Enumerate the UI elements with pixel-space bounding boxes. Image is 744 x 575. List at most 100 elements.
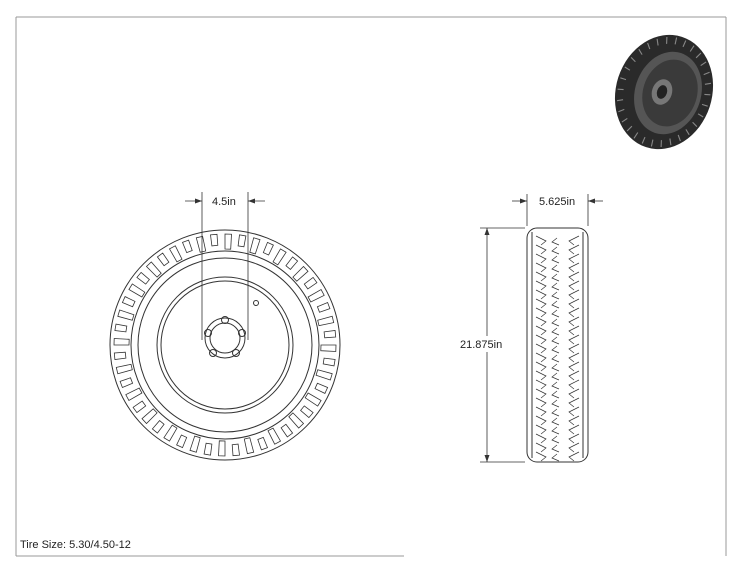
tread-groove <box>551 435 560 444</box>
tread-groove <box>535 415 547 426</box>
tread-block <box>210 233 219 247</box>
tread-groove <box>568 289 580 300</box>
tread-block <box>317 315 335 327</box>
tread-groove <box>535 424 547 435</box>
tread-block <box>237 234 247 248</box>
tread-block <box>280 423 294 438</box>
tread-block <box>323 330 337 339</box>
iso-tread-line <box>701 103 708 107</box>
iso-tread-line <box>692 121 698 127</box>
tread-block <box>117 309 135 321</box>
lug-nut <box>204 329 212 337</box>
tread-block <box>113 338 130 346</box>
iso-tread-line <box>703 71 710 76</box>
tread-groove <box>535 406 547 417</box>
iso-tread-line <box>689 45 695 52</box>
tread-groove <box>568 325 580 336</box>
tread-groove <box>535 316 547 327</box>
iso-tread-line <box>618 108 625 113</box>
tread-groove <box>568 361 580 372</box>
side-tread-pattern <box>535 235 580 462</box>
tread-groove <box>535 388 547 399</box>
tread-groove <box>568 352 580 363</box>
tread-groove <box>551 363 560 372</box>
tread-groove <box>551 399 560 408</box>
tread-groove <box>551 255 560 264</box>
tread-block <box>315 369 333 381</box>
tread-groove <box>568 397 580 408</box>
iso-tread-line <box>633 132 639 139</box>
tire-profile <box>526 227 589 463</box>
tread-block <box>151 420 165 434</box>
tread-groove <box>535 289 547 300</box>
tread-groove <box>551 291 560 300</box>
tread-block <box>125 387 143 402</box>
tread-groove <box>568 415 580 426</box>
tread-groove <box>535 370 547 381</box>
tread-groove <box>535 262 547 273</box>
tread-groove <box>551 390 560 399</box>
tread-groove <box>568 442 580 453</box>
tire-diameter-label: 21.875in <box>460 339 502 351</box>
tread-groove <box>551 372 560 381</box>
tread-groove <box>551 417 560 426</box>
side-view-tire <box>526 227 589 463</box>
iso-tread-line <box>697 113 704 118</box>
lug-nut <box>232 349 240 357</box>
tread-groove <box>551 327 560 336</box>
tread-block <box>272 248 287 266</box>
hub-width-dimension <box>185 192 265 340</box>
iso-tread-line <box>685 129 690 136</box>
tread-block <box>121 296 136 308</box>
tread-groove <box>535 334 547 345</box>
tread-block <box>262 241 274 256</box>
tread-groove <box>535 271 547 282</box>
tread-block <box>114 323 128 333</box>
tread-block <box>304 392 322 407</box>
front-view-wheel <box>109 229 341 461</box>
tread-groove <box>568 307 580 318</box>
tread-block <box>181 239 193 254</box>
hub-width-label: 4.5in <box>212 196 236 208</box>
tread-block <box>243 437 255 455</box>
tread-groove <box>551 237 560 246</box>
iso-tread-line <box>682 40 687 48</box>
tread-groove <box>568 316 580 327</box>
tread-block <box>168 245 183 263</box>
tread-block <box>257 436 269 451</box>
valve-stem <box>253 300 259 306</box>
tread-groove <box>568 379 580 390</box>
tread-groove <box>568 406 580 417</box>
iso-tread-line <box>621 117 628 123</box>
tread-block <box>203 442 213 456</box>
tread-groove <box>551 426 560 435</box>
rim-inner <box>160 280 290 410</box>
tread-groove <box>535 451 547 462</box>
tread-groove <box>551 345 560 354</box>
tread-block <box>314 382 329 394</box>
tread-block <box>285 256 299 270</box>
tread-groove <box>568 388 580 399</box>
tread-block <box>115 363 133 375</box>
tread-block <box>224 233 232 250</box>
tire-width-dimension <box>512 194 603 226</box>
tire-diameter-dimension <box>480 227 525 463</box>
iso-tread-line <box>647 42 651 50</box>
tread-groove <box>551 264 560 273</box>
tread-block <box>307 288 325 303</box>
tread-block <box>189 435 201 453</box>
iso-tread-line <box>630 57 636 63</box>
tread-groove <box>568 451 580 462</box>
iso-tread-line <box>616 99 624 102</box>
iso-tread-line <box>641 136 646 144</box>
tread-groove <box>535 298 547 309</box>
tread-groove <box>568 253 580 264</box>
tread-groove <box>535 244 547 255</box>
tire-size-caption: Tire Size: 5.30/4.50-12 <box>20 539 131 551</box>
rim-outer <box>156 276 294 414</box>
tread-block <box>141 408 158 425</box>
isometric-tire-view <box>614 34 714 150</box>
tire-outer <box>109 229 341 461</box>
tread-groove <box>535 397 547 408</box>
tread-groove <box>551 282 560 291</box>
